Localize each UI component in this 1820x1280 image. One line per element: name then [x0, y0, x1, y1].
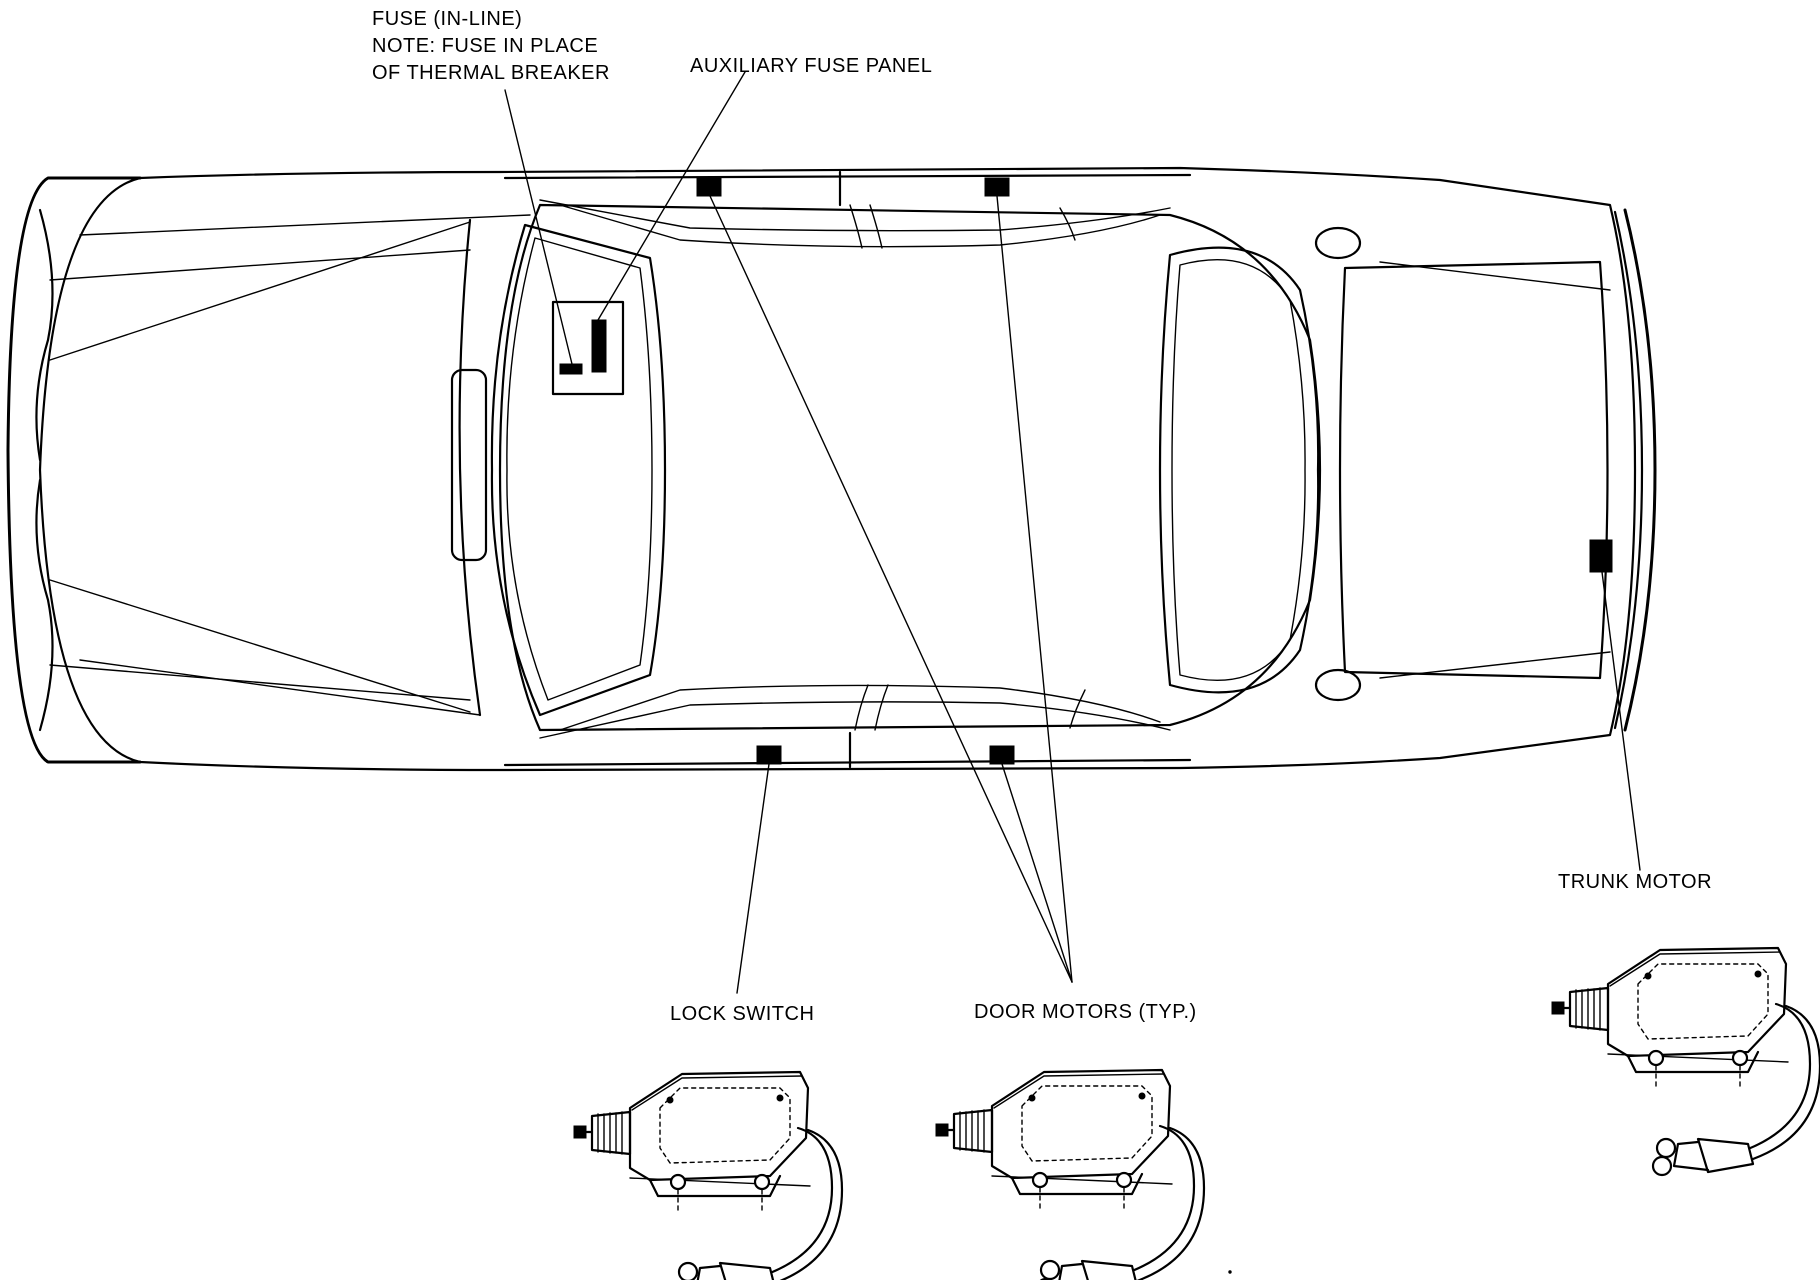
aux-fuse-panel-marker	[591, 319, 607, 373]
label-fuse-line3: OF THERMAL BREAKER	[372, 62, 610, 84]
trunk-motor-illustration	[1550, 946, 1820, 1177]
door-motor-front-left-marker	[696, 177, 722, 197]
label-trunk-motor: TRUNK MOTOR	[1558, 871, 1712, 893]
lock-switch-marker	[756, 745, 782, 765]
hood-line-2	[49, 221, 471, 361]
leader-door-3	[1001, 763, 1073, 983]
leader-aux-fuse	[597, 71, 746, 321]
front-bumper	[6, 176, 142, 764]
door-motor-rear-left-marker	[984, 177, 1010, 197]
hood-vent	[450, 368, 488, 562]
windshield	[490, 223, 667, 717]
fuel-door-bottom	[1314, 668, 1362, 702]
leader-door-2	[996, 195, 1073, 983]
lock-switch-illustration	[572, 1070, 844, 1280]
rear-window	[1158, 246, 1320, 694]
label-lock-switch: LOCK SWITCH	[670, 1003, 814, 1025]
trunk-motor-marker	[1589, 539, 1613, 573]
label-fuse-line2: NOTE: FUSE IN PLACE	[372, 35, 598, 57]
inline-fuse-marker	[559, 363, 583, 375]
car-top-view	[6, 166, 1657, 772]
fuse-panel-box	[551, 300, 625, 396]
label-aux-fuse-panel: AUXILIARY FUSE PANEL	[690, 55, 932, 77]
greenhouse-outline	[498, 203, 1322, 732]
door-motor-rear-right-marker	[989, 745, 1015, 765]
front-fender-right	[35, 478, 54, 732]
cowl-line	[458, 218, 482, 717]
leader-fuse	[504, 89, 573, 365]
door-motor-illustration	[934, 1068, 1206, 1280]
front-fender-left	[35, 208, 54, 462]
label-door-motors: DOOR MOTORS (TYP.)	[974, 1001, 1197, 1023]
hood-line-4	[79, 659, 481, 716]
hood-line-1	[79, 214, 531, 236]
door-strip-bottom	[503, 758, 1192, 767]
hood-line-3	[49, 579, 471, 713]
rear-bumper	[1623, 208, 1657, 732]
body-outline	[38, 166, 1637, 772]
leader-lines	[504, 71, 1641, 994]
labels: FUSE (IN-LINE) NOTE: FUSE IN PLACE OF TH…	[372, 8, 1712, 1025]
leader-door-1	[709, 195, 1073, 983]
trunk-lid	[1338, 260, 1609, 680]
component-markers	[551, 177, 1613, 765]
leader-lock-switch	[736, 763, 770, 994]
leader-trunk-motor	[1601, 571, 1641, 871]
fuel-door-top	[1314, 226, 1362, 260]
label-fuse-line1: FUSE (IN-LINE)	[372, 8, 522, 30]
door-strip-top	[503, 173, 1192, 180]
stray-mark	[1228, 1270, 1232, 1274]
